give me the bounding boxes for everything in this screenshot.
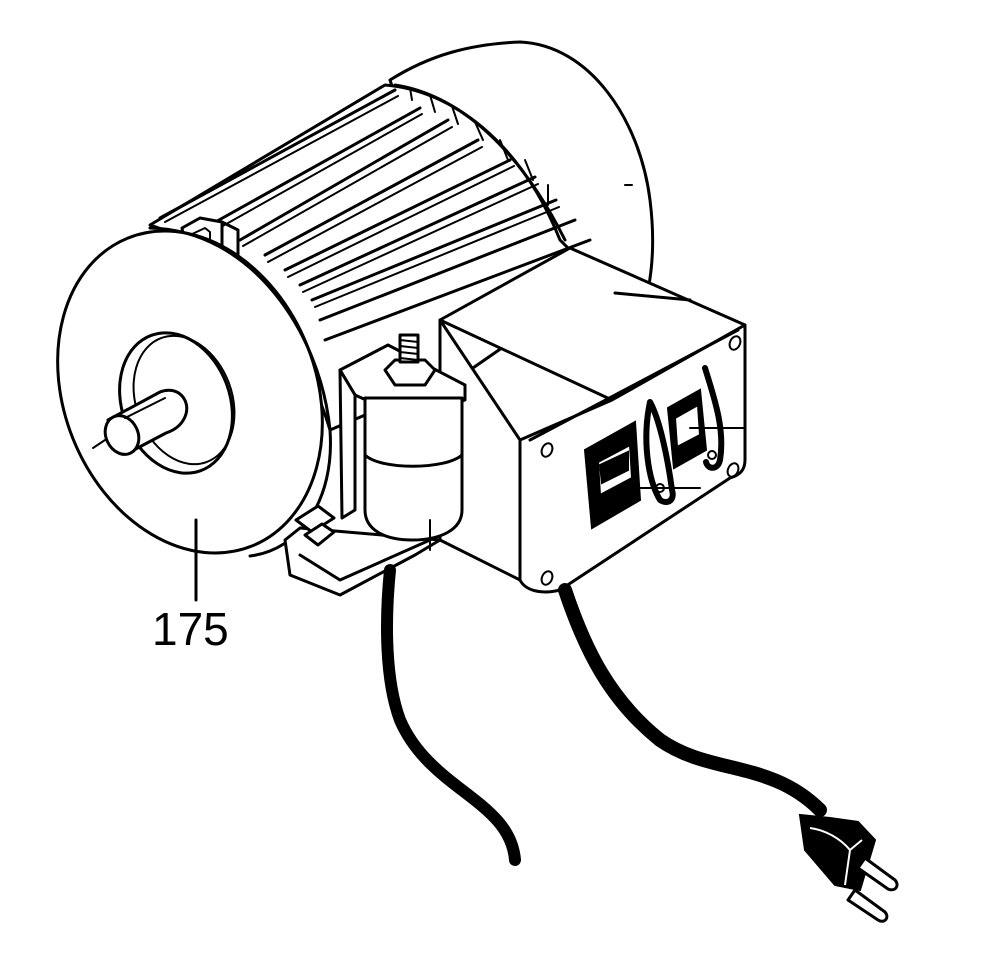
capacitor	[338, 333, 467, 551]
callout-label-175: 175	[152, 603, 229, 655]
rocker-switches	[583, 365, 746, 530]
output-shaft	[92, 388, 189, 456]
rear-fan-cover	[388, 40, 655, 292]
mounting-foot	[283, 504, 442, 597]
power-cord	[558, 583, 827, 817]
power-plug	[798, 813, 899, 923]
motor-cable	[381, 564, 521, 866]
